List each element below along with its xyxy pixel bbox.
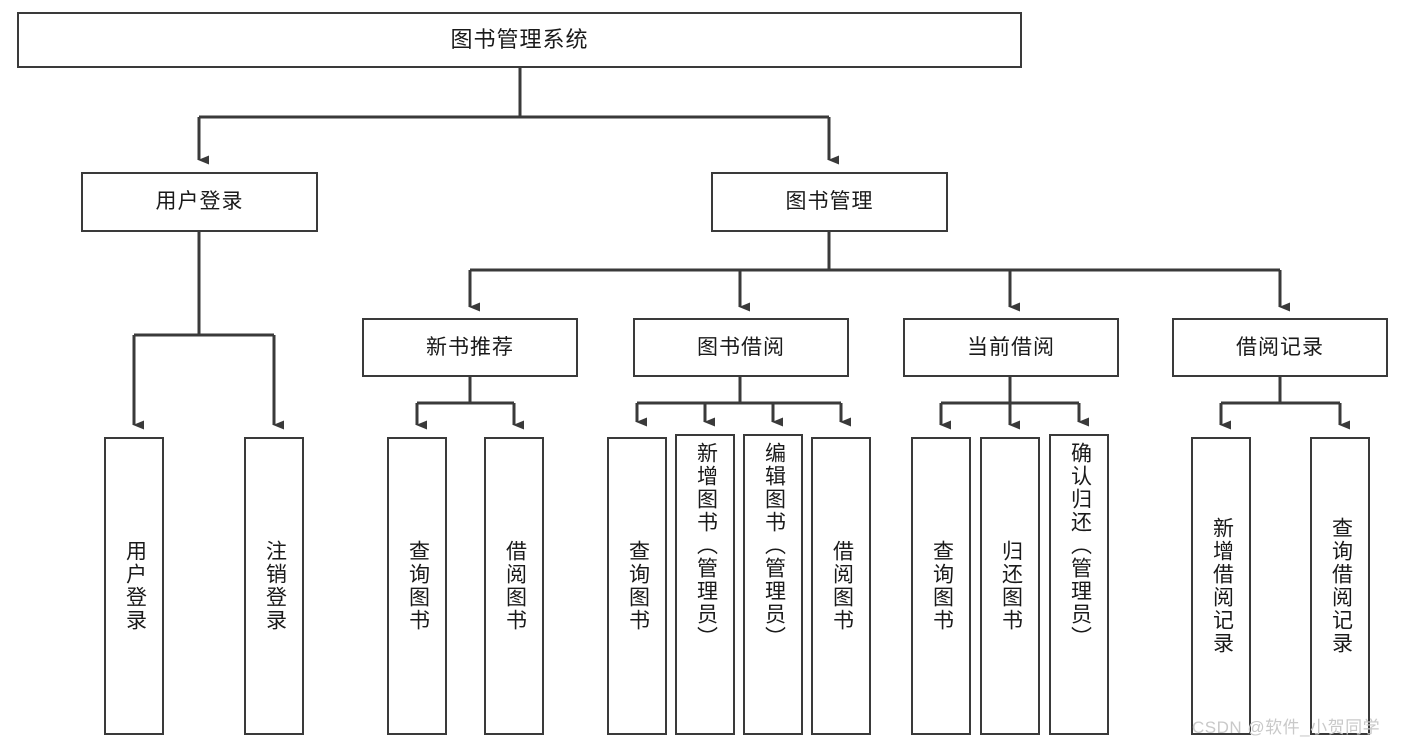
- node-label-leaf-query-record: 查询借阅记录: [1329, 517, 1353, 655]
- node-leaf-logout-login[interactable]: 注销登录: [244, 437, 304, 735]
- node-book-borrow[interactable]: 图书借阅: [633, 318, 849, 377]
- node-label-book-borrow: 图书借阅: [697, 335, 785, 359]
- node-label-leaf-user-login: 用户登录: [123, 540, 147, 632]
- node-leaf-return-book[interactable]: 归还图书: [980, 437, 1040, 735]
- node-label-leaf-borrow-book-2: 借阅图书: [830, 540, 854, 632]
- node-label-leaf-add-book: 新增图书（管理员）: [694, 442, 718, 649]
- node-label-leaf-logout-login: 注销登录: [263, 540, 287, 632]
- node-leaf-query-book-1[interactable]: 查询图书: [387, 437, 447, 735]
- node-leaf-add-record[interactable]: 新增借阅记录: [1191, 437, 1251, 735]
- node-leaf-borrow-book-1[interactable]: 借阅图书: [484, 437, 544, 735]
- node-leaf-confirm-return[interactable]: 确认归还（管理员）: [1049, 434, 1109, 735]
- node-label-leaf-query-book-3: 查询图书: [930, 540, 954, 632]
- node-label-leaf-query-book-2: 查询图书: [626, 540, 650, 632]
- node-label-root: 图书管理系统: [450, 26, 589, 52]
- connector-group-book-management: [468, 232, 1290, 312]
- node-leaf-query-book-3[interactable]: 查询图书: [911, 437, 971, 735]
- node-label-leaf-add-record: 新增借阅记录: [1210, 517, 1234, 655]
- node-book-management[interactable]: 图书管理: [711, 172, 948, 232]
- node-label-user-login: 用户登录: [155, 190, 244, 214]
- node-label-leaf-borrow-book-1: 借阅图书: [503, 540, 527, 632]
- node-current-borrow[interactable]: 当前借阅: [903, 318, 1119, 377]
- node-label-current-borrow: 当前借阅: [967, 335, 1055, 359]
- node-label-new-book-recommend: 新书推荐: [426, 335, 514, 359]
- node-user-login[interactable]: 用户登录: [81, 172, 318, 232]
- node-label-leaf-return-book: 归还图书: [999, 540, 1023, 632]
- node-new-book-recommend[interactable]: 新书推荐: [362, 318, 578, 377]
- connector-group-new-book-recommend: [415, 377, 524, 430]
- connector-group-borrow-record: [1219, 377, 1350, 430]
- node-label-book-management: 图书管理: [785, 190, 874, 214]
- node-root-system[interactable]: 图书管理系统: [17, 12, 1022, 68]
- node-label-borrow-record: 借阅记录: [1236, 335, 1324, 359]
- csdn-watermark: CSDN @软件_小贺同学: [1192, 718, 1381, 737]
- connector-group-current-borrow: [939, 377, 1089, 430]
- node-leaf-query-record[interactable]: 查询借阅记录: [1310, 437, 1370, 735]
- node-label-leaf-confirm-return: 确认归还（管理员）: [1068, 442, 1092, 649]
- connector-group-user-login: [132, 232, 284, 430]
- node-label-leaf-query-book-1: 查询图书: [406, 540, 430, 632]
- node-leaf-add-book[interactable]: 新增图书（管理员）: [675, 434, 735, 735]
- node-leaf-user-login[interactable]: 用户登录: [104, 437, 164, 735]
- connector-group-book-borrow: [635, 377, 851, 427]
- node-leaf-edit-book[interactable]: 编辑图书（管理员）: [743, 434, 803, 735]
- node-leaf-query-book-2[interactable]: 查询图书: [607, 437, 667, 735]
- node-borrow-record[interactable]: 借阅记录: [1172, 318, 1388, 377]
- node-leaf-borrow-book-2[interactable]: 借阅图书: [811, 437, 871, 735]
- connector-group-root: [197, 68, 839, 165]
- node-label-leaf-edit-book: 编辑图书（管理员）: [762, 442, 786, 649]
